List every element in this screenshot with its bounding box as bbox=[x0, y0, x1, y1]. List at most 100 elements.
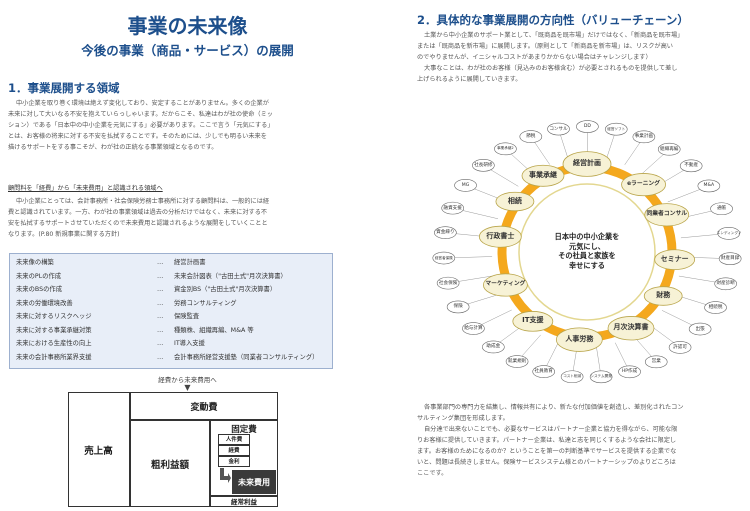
intro-paragraph: 中小企業を取り巻く環境は絶えず変化しており、安定することがありません。多くの企業… bbox=[8, 98, 338, 153]
text-line: いと、問題は長続きしません。保険サービスシステム様とのパートナーシップのよりどこ… bbox=[417, 459, 676, 466]
sub-paragraph: 中小企業にとっては、会計事務所・社会保険労務士事務所に対する顧問料は、一般的には… bbox=[8, 196, 338, 240]
satellite-label: 社会保険 bbox=[438, 280, 458, 286]
satellite-bubble bbox=[547, 122, 570, 136]
variable-cost-block: 変動費 bbox=[130, 392, 278, 420]
chain-node-shape bbox=[512, 311, 554, 332]
center-mission: 日本中の中小企業を 元気にし、 その社員と家族を 幸せにする bbox=[527, 232, 647, 270]
center-line: 日本中の中小企業を bbox=[554, 232, 620, 241]
satellite-bubble bbox=[436, 276, 460, 290]
satellite-label: 社長研修 bbox=[474, 162, 493, 168]
satellite-bubble bbox=[710, 202, 733, 216]
text-line: 中小企業を取り巻く環境は絶えず変化しており、安定することがありません。多くの企業… bbox=[16, 100, 269, 107]
table-row: 未来のPLの作成…未来会計図表（"古田土式"月次決算書） bbox=[16, 271, 326, 283]
satellite-bubble bbox=[494, 142, 517, 156]
satellite-bubble bbox=[482, 340, 505, 354]
row-dots: … bbox=[157, 353, 164, 361]
satellite-bubble bbox=[576, 120, 599, 133]
satellite-label: HP作成 bbox=[621, 369, 638, 375]
value-chain-diagram bbox=[432, 120, 742, 384]
text-line: 土業から中小企業のサポート業として、「既商品を既市場」だけではなく、「新商品を既… bbox=[424, 32, 684, 39]
row-left-cell: 未来に対するリスクヘッジ bbox=[16, 313, 92, 320]
text-line: ション）である「日本中の中小企業を元気にする」必要があります。ここで言う「元気に… bbox=[8, 122, 274, 129]
satellite-label: コスト削減 bbox=[563, 374, 582, 379]
satellite-label: 資金繰り bbox=[436, 230, 455, 236]
table-row: 未来の労働環境改善…労務コンサルティング bbox=[16, 298, 326, 310]
row-right-cell: 会計事務所経営支援塾（同業者コンサルティング） bbox=[174, 353, 319, 361]
future-cost-table: 未来像の構築…経営計画書 未来のPLの作成…未来会計図表（"古田土式"月次決算書… bbox=[9, 253, 333, 369]
arrow-down-icon: ▼ bbox=[184, 383, 191, 392]
chain-node-label: 行政書士 bbox=[486, 231, 515, 240]
row-dots: … bbox=[157, 299, 164, 307]
satellite-label: 社員教育 bbox=[534, 369, 553, 375]
chain-node-shape bbox=[644, 203, 690, 227]
satellite-bubble bbox=[714, 277, 737, 291]
arrow-right-icon bbox=[219, 468, 231, 484]
satellite-bubble bbox=[644, 355, 668, 369]
page-subtitle: 今後の事業（商品・サービス）の展開 bbox=[81, 43, 294, 58]
satellite-bubble bbox=[668, 341, 692, 354]
satellite-label: システム開発 bbox=[590, 374, 612, 379]
table-row: 未来像の構築…経営計画書 bbox=[16, 257, 326, 269]
section-heading-1: 1．事業展開する領域 bbox=[8, 81, 120, 95]
left-page: 事業の未来像 今後の事業（商品・サービス）の展開 1．事業展開する領域 中小企業… bbox=[8, 14, 338, 507]
satellite-layer bbox=[432, 120, 742, 384]
chain-node-shape bbox=[555, 327, 603, 352]
satellite-bubble bbox=[704, 301, 727, 314]
table-row: 未来の会計事務所業界支援…会計事務所経営支援塾（同業者コンサルティング） bbox=[16, 352, 326, 364]
row-dots: … bbox=[157, 286, 164, 293]
future-cost-cell: 未来費用 bbox=[232, 470, 276, 494]
satellite-bubble bbox=[679, 159, 703, 173]
satellite-label: 経営ソフト bbox=[607, 126, 626, 131]
text-line: 未来に対して大いなる不安を抱えていらっしゃいます。だからこそ、私達はわが社の使命… bbox=[8, 111, 273, 118]
chain-node-shape bbox=[607, 316, 655, 341]
satellite-label: エンディングノート bbox=[716, 230, 741, 235]
satellite-label: 財産診断 bbox=[716, 281, 735, 287]
chain-node-label: マーケティング bbox=[485, 280, 526, 287]
text-line: 費と認識されています。一方、わが社の事業領域は過去の分析だけではなく、未来に対す… bbox=[8, 209, 268, 216]
section-heading-2: 2．具体的な事業展開の方向性（バリューチェーン） bbox=[417, 13, 689, 27]
satellite-label: 出張 bbox=[695, 326, 705, 332]
satellite-label: 保険 bbox=[453, 304, 463, 310]
text-line: 大事なことは、わが社のお客様（見込みのお客様含む）が必要とされるものを提供して差… bbox=[424, 65, 678, 72]
text-line: 各事業部門の専門力を結集し、情報共有により、新たな付加価値を創造し、差別化された… bbox=[424, 404, 684, 411]
satellite-bubble bbox=[472, 159, 495, 172]
text-line: 上げられるように展開していきます。 bbox=[417, 76, 522, 83]
satellite-bubble bbox=[441, 201, 464, 215]
chain-node-label: 財務 bbox=[656, 291, 671, 299]
row-right-cell: 経営計画書 bbox=[174, 259, 206, 266]
text-line: 自分達で出来ないことでも、必要なサービスはパートナー企業と協力を得ながら、可能な… bbox=[424, 426, 678, 433]
sub-heading: 顧問料を「経費」から「未来費用」と認識される領域へ bbox=[8, 185, 163, 192]
center-line: 幸せにする bbox=[568, 260, 605, 270]
chain-node-label: 同業者コンサル bbox=[646, 210, 688, 217]
satellite-bubble bbox=[454, 179, 477, 192]
center-line: 元気にし、 bbox=[569, 241, 605, 251]
chain-node-shape bbox=[654, 249, 696, 270]
text-line: 中小企業にとっては、会計事務所・社会保険労務士事務所に対する顧問料は、一般的には… bbox=[16, 198, 270, 205]
satellite-label: 就業規則 bbox=[507, 359, 527, 364]
satellite-bubble bbox=[717, 227, 741, 240]
chain-node-shape bbox=[562, 151, 612, 177]
gross-profit-block: 粗利益額 bbox=[130, 420, 210, 507]
satellite-bubble bbox=[462, 322, 485, 335]
text-line: りお客様に提供していきます。パートナー企業は、私達と志を同じくするような会社に限… bbox=[417, 437, 677, 444]
chain-node-shape bbox=[521, 164, 565, 187]
chain-node-label: 経営計画 bbox=[573, 159, 601, 167]
satellite-bubble bbox=[505, 355, 529, 368]
row-dots: … bbox=[157, 259, 164, 266]
satellite-bubble bbox=[657, 142, 681, 156]
chain-node-label: 人事労務 bbox=[565, 334, 594, 343]
text-line: ここです。 bbox=[417, 470, 448, 477]
satellite-label: 助成金 bbox=[486, 344, 501, 350]
text-line: のでやりませんが、イニシャルコストがあまりかからない場合はチャレンジします） bbox=[417, 54, 652, 61]
row-left-cell: 未来における生産性の向上 bbox=[16, 340, 92, 347]
bottom-paragraph: 各事業部門の専門力を結集し、情報共有により、新たな付加価値を創造し、差別化された… bbox=[417, 402, 747, 479]
page-title: 事業の未来像 bbox=[127, 14, 248, 38]
satellite-bubble bbox=[688, 322, 712, 336]
chain-node-label: セミナー bbox=[660, 254, 689, 263]
text-line: または「既商品を新市場」に展開します。（原則として「新商品を新市場」は、リスクが… bbox=[417, 43, 673, 50]
chain-node-label: IT支援 bbox=[522, 316, 544, 325]
satellite-bubble bbox=[618, 365, 641, 379]
satellite-label: M&A bbox=[703, 183, 715, 189]
table-row: 未来における生産性の向上…IT導入支援 bbox=[16, 338, 326, 350]
satellite-label: 事業計画 bbox=[634, 134, 654, 140]
